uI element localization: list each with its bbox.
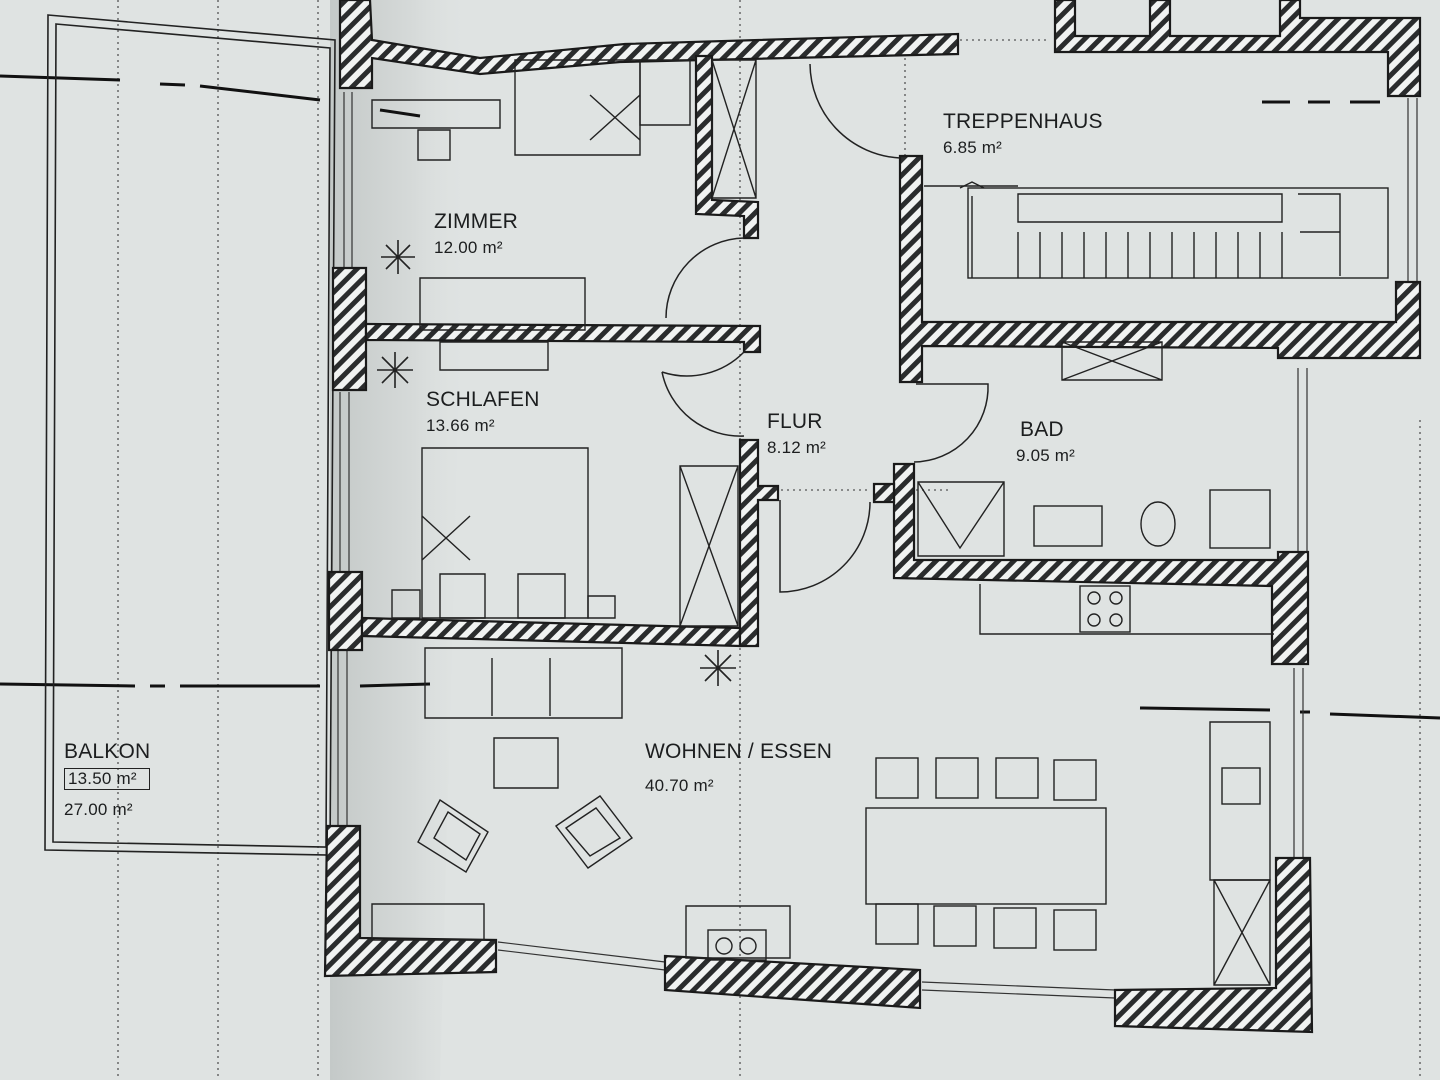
room-area-boxed: 13.50 m² [64,768,151,790]
room-area: 13.66 m² [426,416,495,436]
room-area: 6.85 m² [943,138,1003,158]
room-label-treppenhaus: TREPPENHAUS 6.85 m² [943,110,1103,158]
room-area: 8.12 m² [767,438,827,458]
room-label-wohnen-essen: WOHNEN / ESSEN 40.70 m² [645,740,832,796]
room-name: BALKON [64,740,151,763]
room-name: SCHLAFEN [426,388,540,411]
grid-lines [117,0,1421,1080]
room-area-total: 27.00 m² [64,799,133,819]
furniture [371,59,1274,986]
room-name: FLUR [767,410,823,433]
room-label-flur: FLUR 8.12 m² [767,410,826,458]
room-label-balkon: BALKON 13.50 m² 27.00 m² [64,740,151,819]
walls [323,0,1422,1034]
room-area: 40.70 m² [645,776,714,796]
room-label-schlafen: SCHLAFEN 13.66 m² [426,388,540,436]
room-area: 9.05 m² [1016,446,1076,466]
room-name: BAD [1020,418,1064,441]
plant-symbols [377,240,736,686]
room-name: WOHNEN / ESSEN [645,740,833,763]
section-lines [0,74,1440,720]
room-label-zimmer: ZIMMER 12.00 m² [434,210,518,258]
room-name: ZIMMER [434,210,519,233]
windows [337,92,1418,999]
balcony-outline [44,14,336,856]
doors [661,63,989,593]
room-label-bad: BAD 9.05 m² [1016,418,1075,466]
room-area: 12.00 m² [434,238,503,258]
stairs [924,181,1389,279]
room-name: TREPPENHAUS [943,110,1103,133]
